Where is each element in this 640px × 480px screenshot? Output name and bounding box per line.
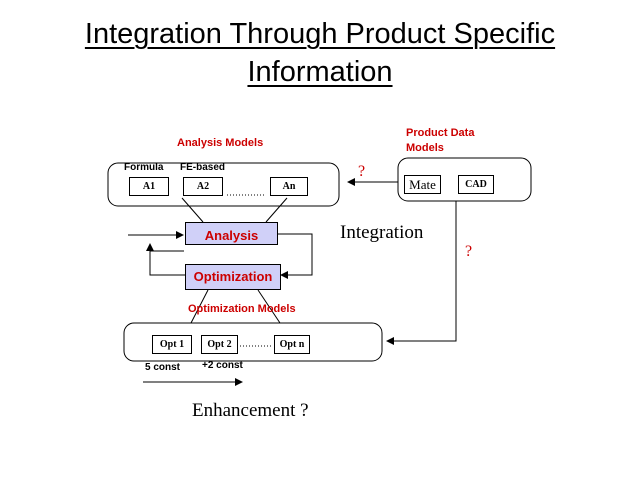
product-data-models-label: Product Data [406, 127, 475, 139]
opt-box-n: Opt n [274, 335, 310, 354]
line-a2-to-analysis [181, 197, 204, 223]
question-mark-product-optimization: ? [465, 243, 473, 260]
arrow-optimization-to-analysis [149, 244, 185, 276]
arrow-analysis-to-optimization [278, 233, 313, 279]
product-box-mate: Mate [404, 175, 441, 194]
fe-based-label: FE-based [180, 162, 226, 173]
arrow-product-to-optimization [386, 201, 457, 345]
product-data-models-label-2: Models [406, 142, 444, 154]
line-an-to-analysis [265, 197, 288, 223]
opt-box-2: Opt 2 [201, 335, 238, 354]
analysis-models-label: Analysis Models [177, 137, 264, 149]
analysis-box-an: An [270, 177, 308, 196]
line-opt-right [257, 289, 281, 324]
slide-title-line1: Integration Through Product Specific [84, 18, 556, 50]
integration-label: Integration [340, 222, 424, 243]
analysis-box-a1: A1 [129, 177, 169, 196]
plus-two-const-label: +2 const [202, 360, 243, 371]
analysis-process-box: Analysis [185, 222, 278, 245]
opt-box-1: Opt 1 [152, 335, 192, 354]
slide-title-line2: Information [247, 56, 393, 88]
optimization-process-box: Optimization [185, 264, 281, 290]
enhancement-label: Enhancement ? [192, 400, 309, 421]
analysis-box-a2: A2 [183, 177, 223, 196]
product-box-cad: CAD [458, 175, 494, 194]
formula-label: Formula [124, 162, 164, 173]
optimization-models-label: Optimization Models [188, 303, 296, 315]
question-mark-product-analysis: ? [358, 163, 366, 180]
five-const-label: 5 const [145, 362, 181, 373]
line-opt-left [190, 289, 209, 324]
